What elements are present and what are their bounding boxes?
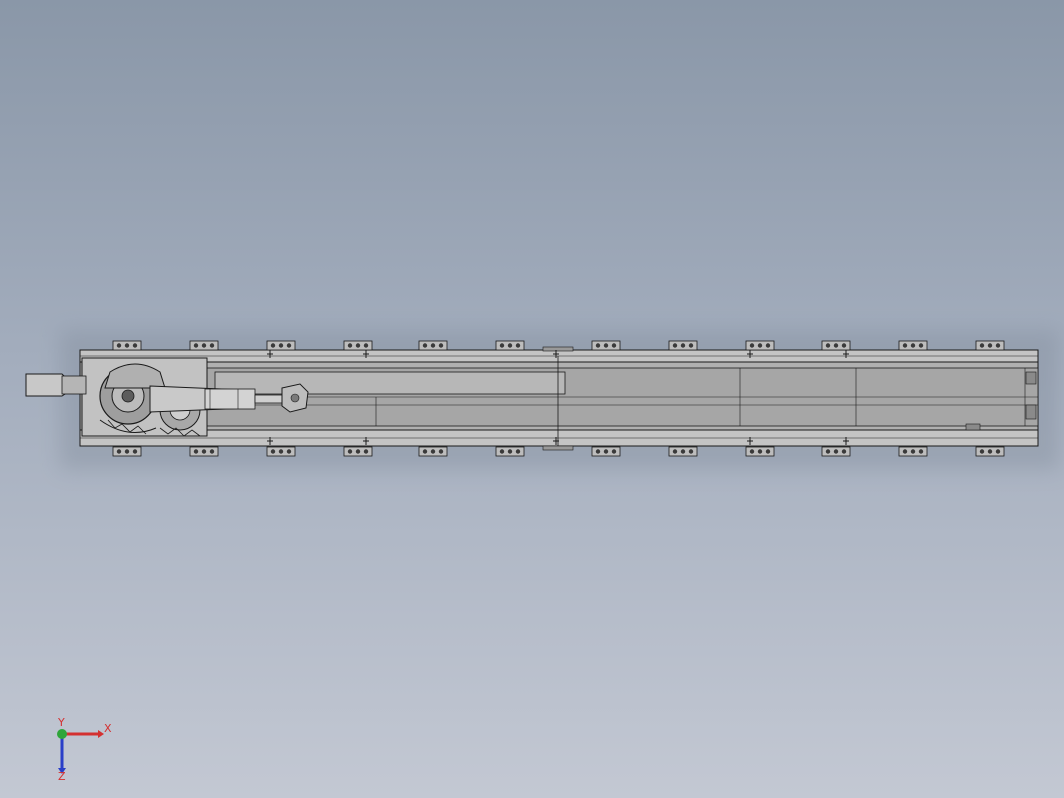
bolt-hole bbox=[765, 449, 771, 454]
robot-arm[interactable] bbox=[25, 357, 309, 437]
z-axis-head bbox=[58, 768, 66, 774]
bolt-hole bbox=[270, 449, 276, 454]
bolt-hole bbox=[201, 449, 207, 454]
bolt-hole bbox=[918, 343, 924, 348]
x-axis-label: X bbox=[104, 722, 112, 735]
bolt-hole bbox=[749, 343, 755, 348]
bolt-hole bbox=[116, 343, 122, 348]
bolt-hole bbox=[347, 343, 353, 348]
bolt-hole bbox=[422, 343, 428, 348]
bolt-hole bbox=[603, 343, 609, 348]
bolt-hole bbox=[363, 449, 369, 454]
bolt-hole bbox=[438, 343, 444, 348]
bolt-hole bbox=[987, 449, 993, 454]
bolt-hole bbox=[278, 343, 284, 348]
bolt-hole bbox=[430, 449, 436, 454]
bolt-hole bbox=[757, 343, 763, 348]
bolt-hole bbox=[995, 449, 1001, 454]
bolt-hole bbox=[825, 343, 831, 348]
bolt-hole bbox=[765, 343, 771, 348]
y-axis-label: Y bbox=[57, 716, 65, 729]
bolt-hole bbox=[355, 449, 361, 454]
bolt-hole bbox=[611, 343, 617, 348]
bolt-hole bbox=[825, 449, 831, 454]
bolt-hole bbox=[841, 449, 847, 454]
bolt-hole bbox=[995, 343, 1001, 348]
bolt-hole bbox=[749, 449, 755, 454]
bolt-hole bbox=[507, 343, 513, 348]
bolt-hole bbox=[757, 449, 763, 454]
bolt-hole bbox=[688, 449, 694, 454]
bolt-hole bbox=[680, 449, 686, 454]
bolt-hole bbox=[286, 449, 292, 454]
bolt-hole bbox=[611, 449, 617, 454]
bolt-hole bbox=[286, 343, 292, 348]
z-axis-label: Z bbox=[58, 770, 66, 782]
bolt-hole bbox=[209, 449, 215, 454]
bolt-hole bbox=[499, 343, 505, 348]
y-axis-indicator bbox=[57, 729, 67, 739]
bolt-hole bbox=[363, 343, 369, 348]
bolt-hole bbox=[347, 449, 353, 454]
bolt-hole bbox=[515, 343, 521, 348]
x-axis-head bbox=[98, 730, 104, 738]
bolt-hole bbox=[603, 449, 609, 454]
bolt-hole bbox=[918, 449, 924, 454]
bolt-hole bbox=[507, 449, 513, 454]
bolt-hole bbox=[680, 343, 686, 348]
bolt-hole bbox=[902, 449, 908, 454]
bolt-hole bbox=[499, 449, 505, 454]
bolt-hole bbox=[193, 449, 199, 454]
bolt-hole bbox=[422, 449, 428, 454]
bolt-hole bbox=[438, 449, 444, 454]
bolt-hole bbox=[116, 449, 122, 454]
bolt-hole bbox=[193, 343, 199, 348]
mounting-feet-bottom bbox=[112, 446, 1005, 457]
bolt-hole bbox=[910, 343, 916, 348]
bolt-hole bbox=[209, 343, 215, 348]
bolt-hole bbox=[595, 343, 601, 348]
bolt-hole bbox=[987, 343, 993, 348]
bolt-hole bbox=[132, 343, 138, 348]
bolt-hole bbox=[902, 343, 908, 348]
bolt-hole bbox=[688, 343, 694, 348]
drag-chain-cover bbox=[214, 371, 566, 395]
forearm bbox=[254, 394, 286, 404]
coordinate-triad: X Y Z bbox=[57, 716, 112, 782]
bolt-hole bbox=[910, 449, 916, 454]
bolt-hole bbox=[672, 343, 678, 348]
bolt-hole bbox=[833, 449, 839, 454]
bolt-hole bbox=[124, 343, 130, 348]
mounting-feet-top bbox=[112, 340, 1005, 351]
bolt-hole bbox=[270, 343, 276, 348]
bolt-hole bbox=[979, 449, 985, 454]
bolt-hole bbox=[672, 449, 678, 454]
bolt-hole bbox=[355, 343, 361, 348]
bolt-hole bbox=[595, 449, 601, 454]
bolt-hole bbox=[132, 449, 138, 454]
bolt-hole bbox=[124, 449, 130, 454]
bolt-hole bbox=[841, 343, 847, 348]
bolt-hole bbox=[979, 343, 985, 348]
bolt-hole bbox=[430, 343, 436, 348]
bolt-hole bbox=[278, 449, 284, 454]
rail-markers bbox=[267, 350, 849, 445]
bolt-hole bbox=[201, 343, 207, 348]
bolt-hole bbox=[515, 449, 521, 454]
bolt-hole bbox=[833, 343, 839, 348]
